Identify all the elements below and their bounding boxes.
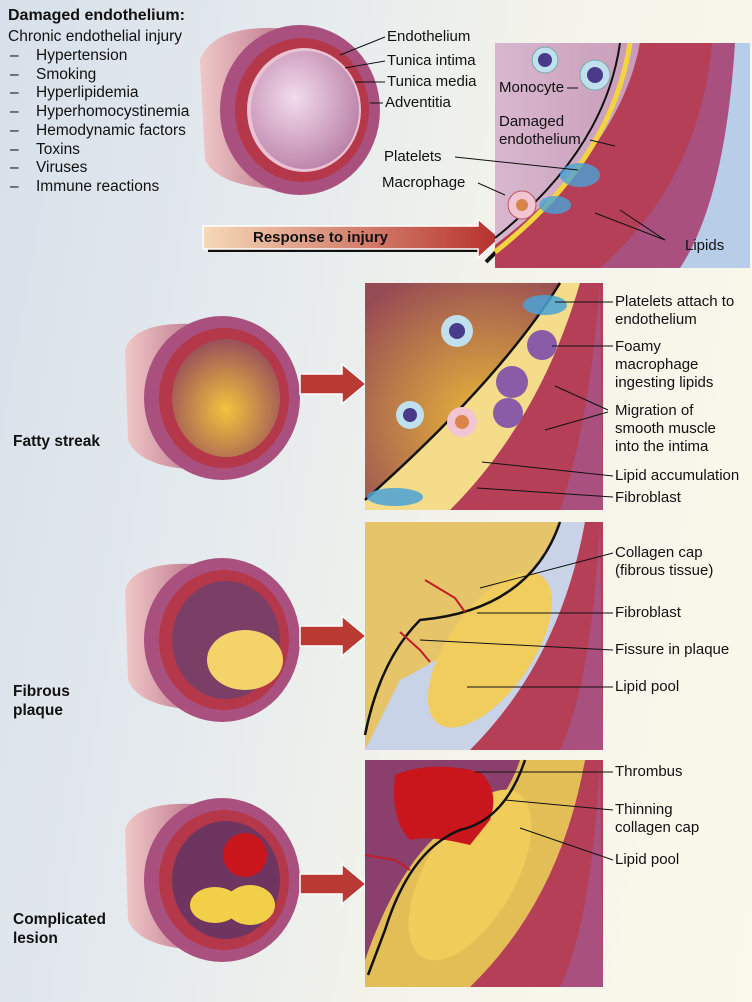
- label-adventitia: Adventitia: [385, 94, 451, 111]
- stage-label-line: Complicated: [13, 911, 107, 928]
- fibrous-plaque-leaders: [419, 552, 614, 688]
- label-fibroblast: Fibroblast: [615, 604, 681, 621]
- label-line: Foamy: [615, 338, 661, 355]
- label-fibroblast: Fibroblast: [615, 489, 681, 506]
- risk-factor-list: –Hypertension –Smoking –Hyperlipidemia –…: [10, 47, 189, 197]
- label-smooth-muscle-migration: Migration of smooth muscle into the inti…: [615, 402, 716, 456]
- risk-factor-label: Toxins: [36, 140, 80, 158]
- complicated-lesion-leaders: [475, 771, 614, 861]
- label-line: endothelium: [499, 131, 581, 148]
- risk-factor-label: Hemodynamic factors: [36, 121, 186, 139]
- stage-label-line: lesion: [13, 930, 58, 947]
- fatty-streak-leaders: [476, 301, 614, 498]
- label-line: Thinning: [615, 801, 673, 818]
- label-monocyte: Monocyte: [499, 79, 565, 96]
- label-line: (fibrous tissue): [615, 562, 714, 579]
- dash-bullet: –: [10, 47, 19, 64]
- stage-label-line: Fatty streak: [13, 433, 101, 450]
- dash-bullet: –: [10, 121, 19, 139]
- risk-factor-item: –Hemodynamic factors: [10, 122, 189, 141]
- risk-factor-label: Smoking: [36, 65, 97, 83]
- fatty-streak-detail-panel: [364, 282, 603, 510]
- risk-factor-label: Hypertension: [36, 47, 128, 64]
- label-line: endothelium: [615, 311, 697, 328]
- vessel-fibrous-plaque: [125, 558, 300, 722]
- dash-bullet: –: [10, 159, 19, 177]
- label-tunica-intima: Tunica intima: [387, 52, 476, 69]
- vessel-cross-section-normal: [200, 25, 380, 195]
- label-line: collagen cap: [615, 819, 700, 836]
- dash-bullet: –: [10, 103, 19, 121]
- stage-label-line: plaque: [13, 702, 63, 719]
- injury-leaders: [454, 87, 666, 241]
- risk-factor-item: –Immune reactions: [10, 178, 189, 197]
- label-endothelium: Endothelium: [387, 28, 471, 45]
- dash-bullet: –: [10, 140, 19, 158]
- intro-subtitle: Chronic endothelial injury: [8, 28, 183, 45]
- risk-factor-label: Immune reactions: [36, 177, 160, 195]
- label-line: Collagen cap: [615, 544, 703, 561]
- label-collagen-cap: Collagen cap (fibrous tissue): [615, 544, 713, 580]
- risk-factor-label: Hyperlipidemia: [36, 84, 139, 102]
- risk-factor-item: –Viruses: [10, 159, 189, 178]
- stage-label-fatty-streak: Fatty streak: [13, 432, 100, 451]
- label-line: ingesting lipids: [615, 374, 714, 391]
- stage-label-line: Fibrous: [13, 683, 70, 700]
- risk-factor-item: –Hyperhomocystinemia: [10, 103, 189, 122]
- intro-title: Damaged endothelium:: [8, 7, 185, 24]
- label-tunica-media: Tunica media: [387, 73, 477, 90]
- label-lipids: Lipids: [685, 237, 725, 254]
- response-to-injury-label: Response to injury: [253, 229, 389, 246]
- vessel-layer-leaders: [339, 36, 386, 104]
- injury-detail-panel: [493, 42, 750, 268]
- label-platelets-attach: Platelets attach to endothelium: [615, 293, 734, 329]
- label-thinning-collagen-cap: Thinning collagen cap: [615, 801, 699, 837]
- label-macrophage: Macrophage: [382, 174, 466, 191]
- label-fissure-in-plaque: Fissure in plaque: [615, 641, 730, 658]
- dash-bullet: –: [10, 84, 19, 102]
- complicated-lesion-detail-panel: [364, 759, 603, 987]
- vessel-complicated-lesion: [125, 798, 300, 962]
- risk-factor-item: –Smoking: [10, 66, 189, 85]
- label-lipid-pool: Lipid pool: [615, 678, 680, 695]
- stage-arrows: [299, 362, 368, 906]
- dash-bullet: –: [10, 177, 19, 195]
- label-line: into the intima: [615, 438, 709, 455]
- label-thrombus: Thrombus: [615, 763, 683, 780]
- label-line: Platelets attach to: [615, 293, 735, 310]
- label-platelets: Platelets: [384, 148, 442, 165]
- risk-factor-label: Viruses: [36, 159, 88, 177]
- label-line: Migration of: [615, 402, 694, 419]
- risk-factor-item: –Hyperlipidemia: [10, 84, 189, 103]
- stage-label-complicated-lesion: Complicated lesion: [13, 910, 106, 948]
- label-lipid-pool: Lipid pool: [615, 851, 680, 868]
- label-line: macrophage: [615, 356, 699, 373]
- dash-bullet: –: [10, 65, 19, 83]
- stage-label-fibrous-plaque: Fibrous plaque: [13, 682, 70, 720]
- label-damaged-endothelium: Damaged endothelium: [499, 113, 581, 149]
- label-foamy-macrophage: Foamy macrophage ingesting lipids: [615, 338, 713, 392]
- label-lipid-accumulation: Lipid accumulation: [615, 467, 740, 484]
- fibrous-plaque-detail-panel: [363, 521, 603, 750]
- risk-factor-item: –Hypertension: [10, 47, 189, 66]
- label-line: Damaged: [499, 113, 565, 130]
- risk-factor-item: –Toxins: [10, 141, 189, 160]
- risk-factor-label: Hyperhomocystinemia: [36, 103, 190, 121]
- vessel-fatty-streak: [125, 316, 300, 480]
- label-line: smooth muscle: [615, 420, 716, 437]
